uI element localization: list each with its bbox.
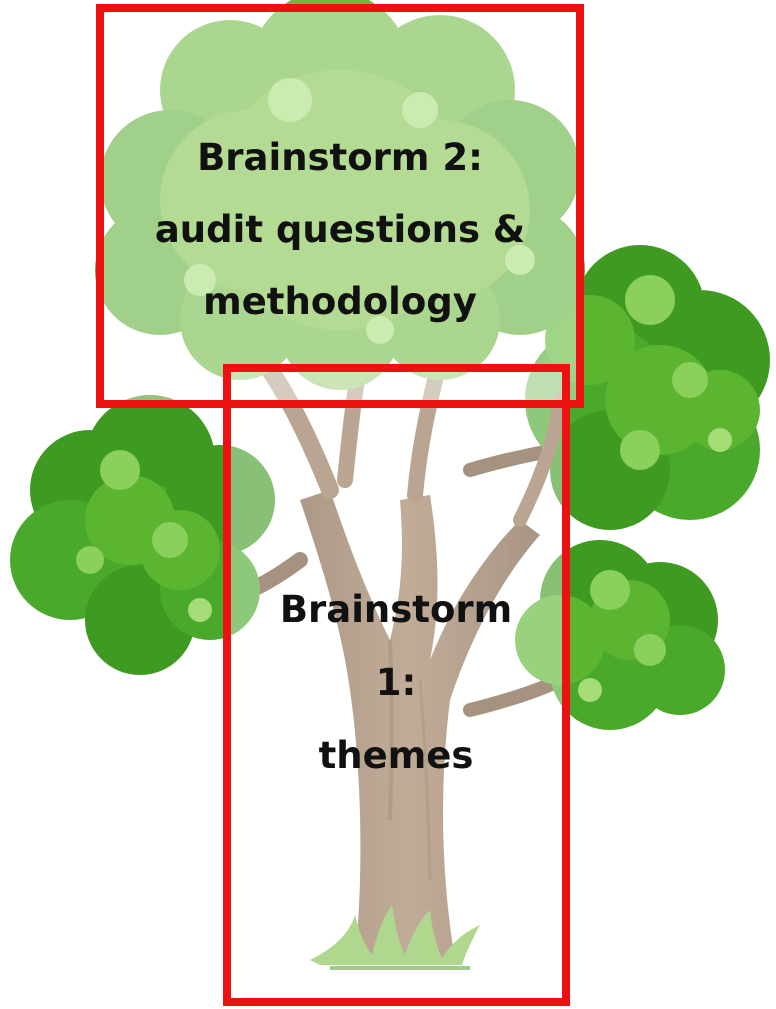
brainstorm-2-line-1: Brainstorm 2:	[197, 136, 483, 179]
brainstorm-1-line-3: themes	[319, 734, 474, 777]
brainstorm-1-frame	[223, 364, 570, 1006]
trunk	[261, 352, 567, 960]
foliage-right-upper	[525, 245, 770, 530]
grass	[310, 905, 480, 970]
brainstorm-1-line-1: Brainstorm	[280, 588, 512, 631]
bottom-wash	[226, 370, 566, 1000]
brainstorm-2-frame	[96, 4, 584, 408]
brainstorm-2-line-3: methodology	[203, 280, 477, 323]
brainstorm-2-label: Brainstorm 2: audit questions & methodol…	[155, 136, 525, 323]
top-wash	[100, 10, 580, 405]
brainstorm-1-line-2: 1:	[376, 661, 417, 704]
tree-illustration	[10, 0, 770, 1000]
foliage-left	[10, 395, 275, 675]
foliage-top	[95, 0, 585, 390]
brainstorm-1-label: Brainstorm 1: themes	[280, 588, 512, 777]
brainstorm-2-line-2: audit questions &	[155, 208, 525, 251]
